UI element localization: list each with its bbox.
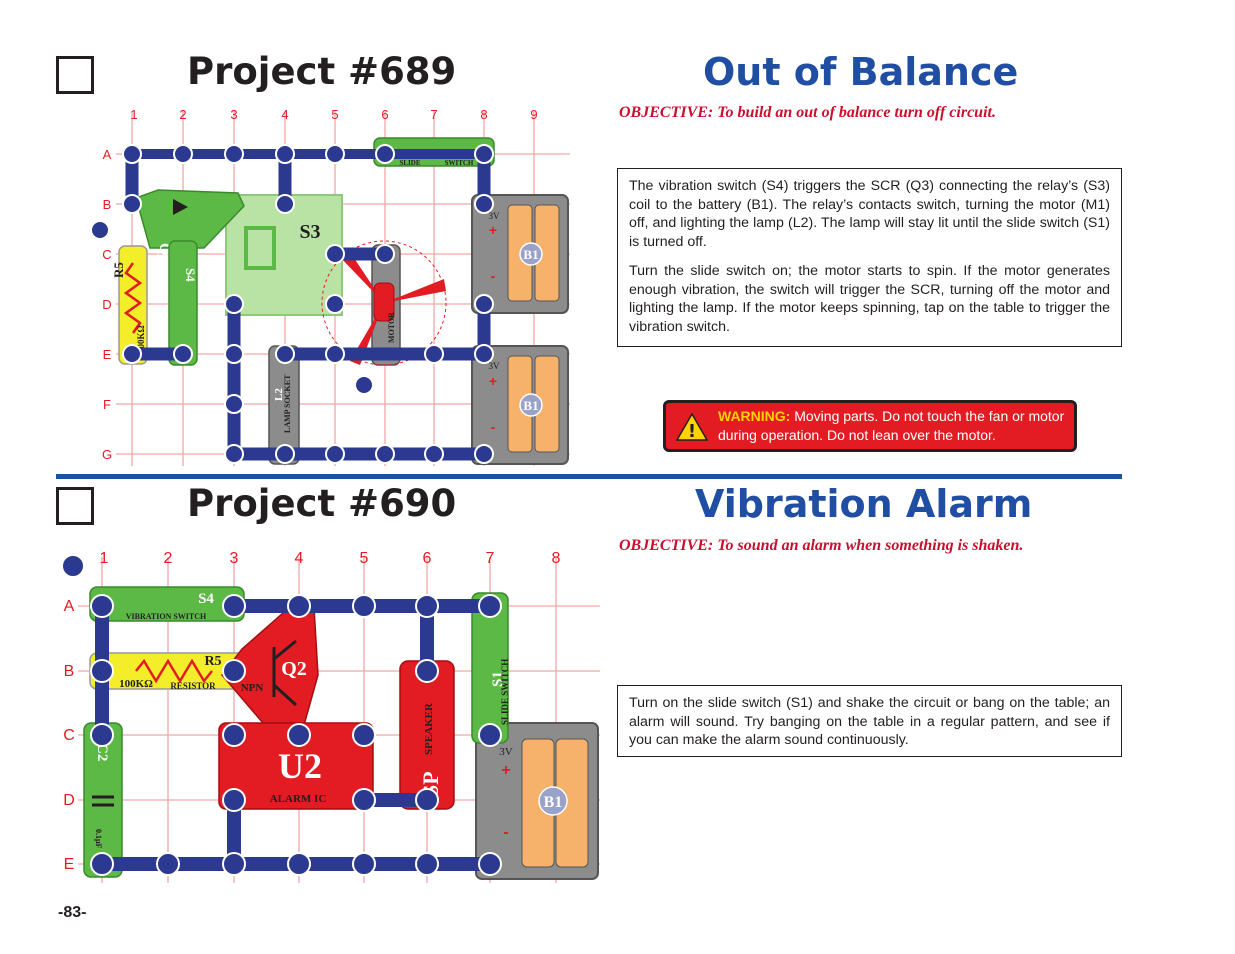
col-label: 3: [230, 107, 237, 122]
capacitor-c2: C2 0.1μF: [83, 722, 123, 878]
motor-m1: MOTOR: [321, 240, 447, 366]
col-label: 7: [430, 107, 437, 122]
project-689-title: Project #689: [187, 50, 457, 93]
snap-points-690: [61, 554, 502, 876]
project-689-checkbox[interactable]: [56, 56, 94, 94]
project-690-paragraph-1: Turn on the slide switch (S1) and shake …: [629, 695, 1110, 748]
svg-text:SWITCH: SWITCH: [445, 159, 474, 167]
svg-text:B1: B1: [544, 794, 563, 811]
svg-text:C2: C2: [94, 743, 110, 761]
project-690-description: Turn on the slide switch (S1) and shake …: [617, 685, 1122, 757]
warning-triangle-icon: !: [676, 413, 708, 441]
svg-text:-: -: [491, 419, 496, 435]
alarm-ic-u2: U2 ALARM IC: [218, 722, 374, 810]
svg-text:3V: 3V: [489, 211, 501, 221]
col-label: 2: [179, 107, 186, 122]
svg-text:-: -: [491, 268, 496, 284]
svg-text:S4: S4: [183, 268, 198, 282]
row-label: B: [103, 197, 112, 212]
row-label: A: [64, 598, 75, 615]
svg-text:NPN: NPN: [241, 682, 264, 694]
row-label: G: [102, 447, 112, 462]
svg-text:+: +: [501, 762, 510, 779]
svg-text:S3: S3: [299, 221, 320, 243]
project-690-name: Vibration Alarm: [695, 482, 1033, 526]
row-label: F: [103, 397, 111, 412]
project-689-name: Out of Balance: [703, 50, 1019, 94]
col-label: 7: [486, 550, 495, 567]
col-label: 8: [480, 107, 487, 122]
row-label: E: [103, 347, 112, 362]
battery-b1-top: B1 3V + -: [471, 194, 569, 314]
col-label: 3: [230, 550, 239, 567]
col-label: 4: [295, 550, 304, 567]
col-label: 6: [423, 550, 432, 567]
row-label: D: [63, 792, 75, 809]
col-label: 9: [530, 107, 537, 122]
svg-text:RESISTOR: RESISTOR: [170, 681, 216, 691]
svg-text:R5: R5: [204, 654, 221, 669]
col-label: 4: [281, 107, 288, 122]
svg-text:+: +: [489, 373, 497, 389]
svg-text:+: +: [489, 222, 497, 238]
svg-text:S4: S4: [198, 591, 214, 607]
svg-text:3V: 3V: [489, 361, 501, 371]
col-label: 8: [552, 550, 561, 567]
project-690-objective: OBJECTIVE: To sound an alarm when someth…: [619, 537, 1024, 554]
project-689-paragraph-2: Turn the slide switch on; the motor star…: [629, 263, 1110, 335]
svg-text:LAMP SOCKET: LAMP SOCKET: [283, 374, 292, 433]
section-divider: [56, 474, 1122, 479]
svg-text:VIBRATION SWITCH: VIBRATION SWITCH: [126, 612, 207, 621]
svg-text:Q2: Q2: [281, 658, 307, 680]
relay-s3: S3: [225, 194, 343, 316]
svg-text:S1: S1: [490, 671, 506, 687]
svg-text:U2: U2: [278, 746, 322, 786]
svg-text:100KΩ: 100KΩ: [119, 678, 153, 690]
svg-text:-: -: [503, 824, 508, 841]
project-690-checkbox[interactable]: [56, 487, 94, 525]
snap-points-689: [90, 144, 494, 464]
svg-text:0.1μF: 0.1μF: [94, 829, 103, 849]
svg-text:!: !: [688, 421, 696, 441]
col-label: 5: [331, 107, 338, 122]
col-label: 2: [164, 550, 173, 567]
svg-text:100KΩ: 100KΩ: [136, 325, 146, 353]
col-label: 1: [130, 107, 137, 122]
page-number: -83-: [58, 904, 87, 921]
project-690-title: Project #690: [187, 482, 457, 525]
svg-text:B1: B1: [523, 398, 538, 413]
row-label: A: [103, 147, 112, 162]
svg-text:R5: R5: [111, 262, 126, 278]
row-label: C: [63, 727, 75, 744]
svg-text:3V: 3V: [499, 746, 513, 758]
row-label: C: [102, 247, 111, 262]
svg-text:MOTOR: MOTOR: [387, 312, 396, 343]
warning-text: Moving parts. Do not touch the fan or mo…: [718, 408, 1065, 443]
project-689-description: The vibration switch (S4) triggers the S…: [617, 168, 1122, 347]
project-690-circuit-diagram: 1 2 3 4 5 6 7 8 A B C D E B1 3V + -: [56, 547, 600, 883]
row-label: E: [64, 856, 75, 873]
svg-text:B1: B1: [523, 247, 538, 262]
warning-box: ! WARNING: Moving parts. Do not touch th…: [663, 400, 1077, 452]
vibration-switch-s4: S4: [168, 240, 198, 366]
col-label: 1: [100, 550, 109, 567]
project-689-circuit-diagram: 1 2 3 4 5 6 7 8 9 A B C D E F G S3: [88, 103, 570, 466]
battery-b1: B1 3V + -: [475, 722, 599, 880]
warning-label: WARNING:: [718, 408, 791, 424]
battery-b1-bottom: B1 3V + -: [471, 345, 569, 465]
speaker-sp: SP SPEAKER: [399, 660, 455, 810]
project-689-objective: OBJECTIVE: To build an out of balance tu…: [619, 104, 996, 121]
row-label: B: [64, 663, 75, 680]
slide-switch-s1: S1 SLIDE SWITCH: [471, 592, 510, 744]
svg-text:SLIDE: SLIDE: [399, 159, 420, 167]
svg-text:SPEAKER: SPEAKER: [423, 702, 435, 755]
col-label: 5: [360, 550, 369, 567]
project-689-paragraph-1: The vibration switch (S4) triggers the S…: [629, 178, 1110, 250]
svg-text:ALARM IC: ALARM IC: [270, 793, 327, 805]
resistor-r5: R5 100KΩ: [111, 245, 148, 365]
svg-text:SLIDE SWITCH: SLIDE SWITCH: [500, 659, 510, 725]
row-label: D: [102, 297, 111, 312]
svg-text:L2: L2: [273, 388, 285, 401]
col-label: 6: [381, 107, 388, 122]
